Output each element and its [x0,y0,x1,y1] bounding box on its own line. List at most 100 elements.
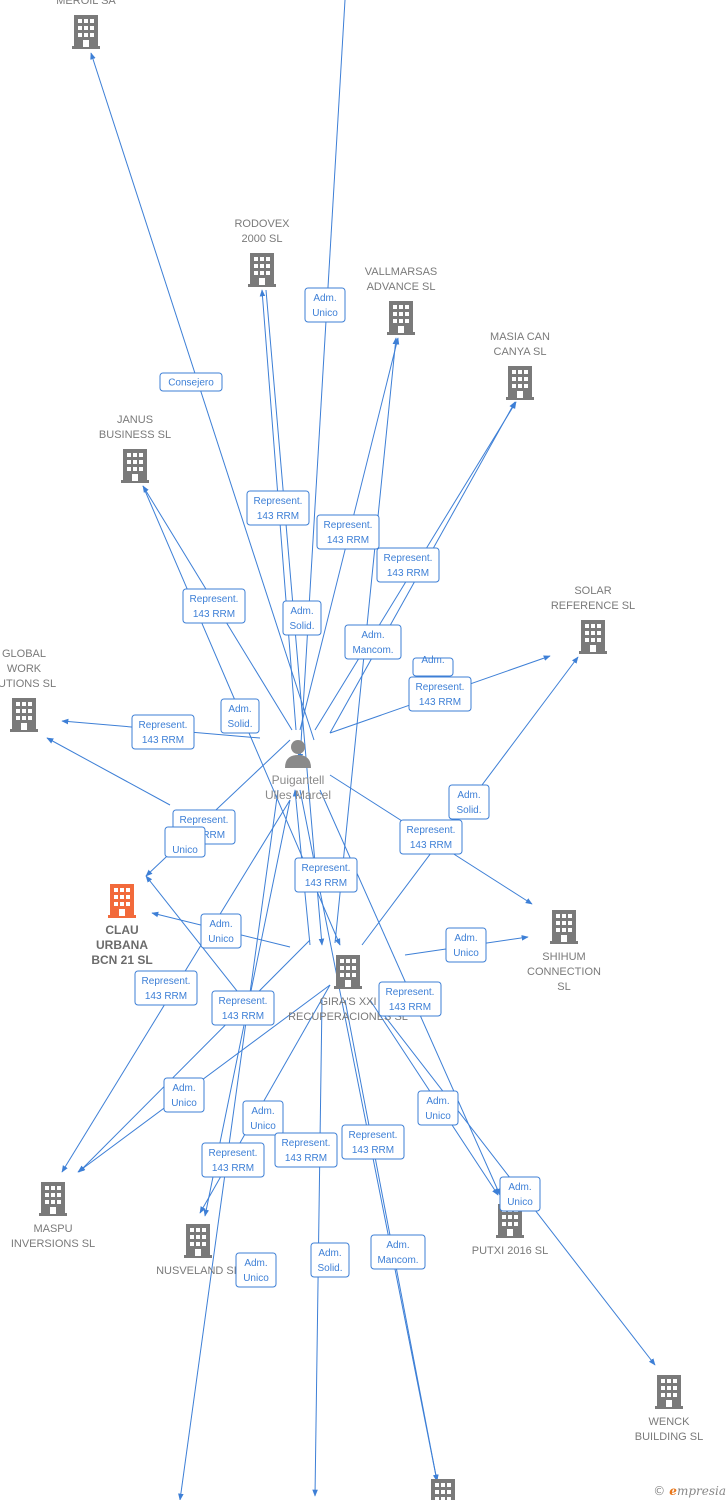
relation-text: Adm. [361,630,384,641]
relation-text: Unico [312,308,338,319]
relation-text: 143 RRM [389,1002,431,1013]
relation-label[interactable]: Represent.143 RRM [274,1132,338,1168]
relation-text: Adm. [251,1106,274,1117]
company-name-line: CONNECTION [527,966,601,978]
company-name-line: BUSINESS SL [99,429,171,441]
company-name-line: MASIA CAN [490,331,550,343]
building-icon [108,884,136,918]
relation-label[interactable]: Represent.143 RRM [211,990,275,1026]
company-name-line: WENCK [649,1416,691,1428]
company-name-line: PUTXI 2016 SL [472,1245,548,1257]
company-name-line: SOLAR [574,585,611,597]
company-name-line: RECUPERACIONES SL [288,1011,408,1023]
building-icon [429,1479,457,1500]
company-name-line: CLAU [105,923,138,937]
relation-label[interactable]: Adm.Mancom. [370,1234,426,1270]
copyright-symbol: © [653,1484,666,1498]
relation-label[interactable]: Adm.Unico [200,913,242,949]
relation-label[interactable]: Represent.143 RRM [131,714,195,750]
company-node-global[interactable]: GLOBALWORKLUTIONS SL [0,648,56,732]
relation-label[interactable]: Adm.Solid. [220,698,260,734]
relation-text: Adm. [172,1083,195,1094]
relation-text: Represent. [254,496,303,507]
relation-label[interactable]: Represent.143 RRM [201,1142,265,1178]
empresia-brand: ©empresia [653,1484,726,1498]
relation-label[interactable]: Represent. 143 RRM [378,981,442,1017]
relation-text: Solid. [317,1263,342,1274]
relation-text: Represent. [324,520,373,531]
person-icon [285,740,311,768]
company-node-putxi[interactable]: PUTXI 2016 SL [472,1204,548,1257]
company-node-solar[interactable]: SOLAR REFERENCE SL [551,585,635,654]
relation-text: 143 RRM [305,878,347,889]
relation-text: Mancom. [352,645,393,656]
relation-label[interactable]: Represent.143 RRM [182,588,246,624]
relation-label[interactable]: Adm.Unico [499,1176,541,1212]
relation-label[interactable]: Adm.Solid. [448,784,490,820]
relation-label[interactable]: Represent.143 RRM [341,1124,405,1160]
building-icon [184,1224,212,1258]
company-name-line: GLOBAL [2,648,46,660]
relation-label[interactable]: Adm.Unico [445,927,487,963]
relation-text: Represent. [219,996,268,1007]
relation-label[interactable]: Represent.143 RRM [246,490,310,526]
relation-text: Adm. [313,293,336,304]
relation-label[interactable]: Adm.Unico [242,1100,284,1136]
relation-text: Represent. [386,987,435,998]
relation-label[interactable]: Represent.143 RRM [408,676,472,712]
company-node-meroil[interactable]: MEROIL SA [56,0,116,49]
company-node-nusveland[interactable]: NUSVELAND SL [156,1224,240,1277]
relation-text: Represent. [190,594,239,605]
relation-label[interactable]: Unico [164,826,206,858]
relation-text: 143 RRM [352,1145,394,1156]
company-name-line: RODOVEX [234,218,290,230]
relation-text: 143 RRM [285,1153,327,1164]
building-icon [10,698,38,732]
building-icon [387,301,415,335]
building-icon [506,366,534,400]
relation-text: 143 RRM [419,697,461,708]
building-icon [334,955,362,989]
relation-label[interactable]: Represent.143 RRM [399,819,463,855]
building-icon [655,1375,683,1409]
relation-text: Mancom. [377,1255,418,1266]
relation-label[interactable]: Represent.143 RRM [316,514,380,550]
relation-label[interactable]: Adm.Solid. [310,1242,350,1278]
relation-label[interactable]: Represent.143 RRM [376,547,440,583]
relation-edge [90,52,315,741]
relation-label[interactable]: Adm.Solid. [282,600,322,636]
company-name-line: MEROIL SA [56,0,116,7]
company-name-line: REFERENCE SL [551,600,635,612]
relation-label[interactable]: Adm.Unico [417,1090,459,1126]
company-node-bottom[interactable] [429,1479,457,1500]
relation-text: 143 RRM [145,991,187,1002]
relation-text: Unico [507,1197,533,1208]
relation-text: 143 RRM [410,840,452,851]
relation-label[interactable]: Represent.143 RRM [134,970,198,1006]
relation-text: Solid. [289,621,314,632]
relation-edge [77,984,331,1173]
brand-logo-text: mpresia [676,1484,726,1498]
company-name-line: URBANA [96,938,148,952]
relation-label[interactable]: Adm.Unico [163,1077,205,1113]
relation-label[interactable]: Consejero [159,372,223,392]
relation-label[interactable]: Represent.143 RRM [294,857,358,893]
relation-text: Unico [243,1273,269,1284]
relation-text: Adm. [209,919,232,930]
relation-label[interactable]: Adm.Unico [235,1252,277,1288]
relation-label[interactable]: Adm. Mancom. [344,624,402,660]
relation-label[interactable]: Adm. Unico [304,287,346,323]
relation-label[interactable]: Adm. [412,655,454,677]
